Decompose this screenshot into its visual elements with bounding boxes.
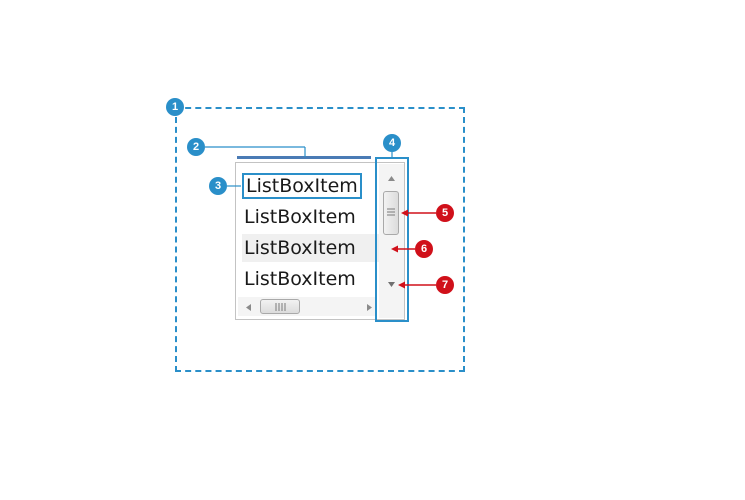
listbox-item-hover[interactable]: ListBoxItem	[242, 234, 382, 262]
callout-3: 3	[209, 177, 227, 195]
callout-6: 6	[415, 240, 433, 258]
vertical-scrollbar-thumb[interactable]	[383, 191, 399, 235]
listbox-top-accent-line	[237, 156, 371, 159]
listbox-item-selected[interactable]: ListBoxItem	[242, 173, 362, 199]
callout-2-leader-line	[205, 146, 306, 157]
callout-1: 1	[166, 98, 184, 116]
scroll-up-arrow-icon[interactable]	[388, 176, 395, 181]
horizontal-thumb-grip-icon	[275, 303, 286, 311]
scroll-left-arrow-icon[interactable]	[246, 304, 251, 311]
callout-6-arrow	[391, 245, 415, 253]
callout-5-arrow	[401, 209, 436, 217]
callout-5: 5	[436, 204, 454, 222]
control-bounds-dashed-outline	[175, 107, 465, 372]
thumb-grip-icon	[387, 208, 395, 216]
callout-7: 7	[436, 276, 454, 294]
scroll-right-arrow-icon[interactable]	[367, 304, 372, 311]
listbox-item[interactable]: ListBoxItem	[244, 206, 356, 228]
callout-7-arrow	[398, 281, 436, 289]
listbox-item[interactable]: ListBoxItem	[244, 268, 356, 290]
vertical-scrollbar-track[interactable]	[379, 164, 404, 318]
scroll-down-arrow-icon[interactable]	[388, 282, 395, 287]
callout-4: 4	[383, 134, 401, 152]
horizontal-scrollbar-thumb[interactable]	[260, 299, 300, 314]
callout-2: 2	[187, 138, 205, 156]
